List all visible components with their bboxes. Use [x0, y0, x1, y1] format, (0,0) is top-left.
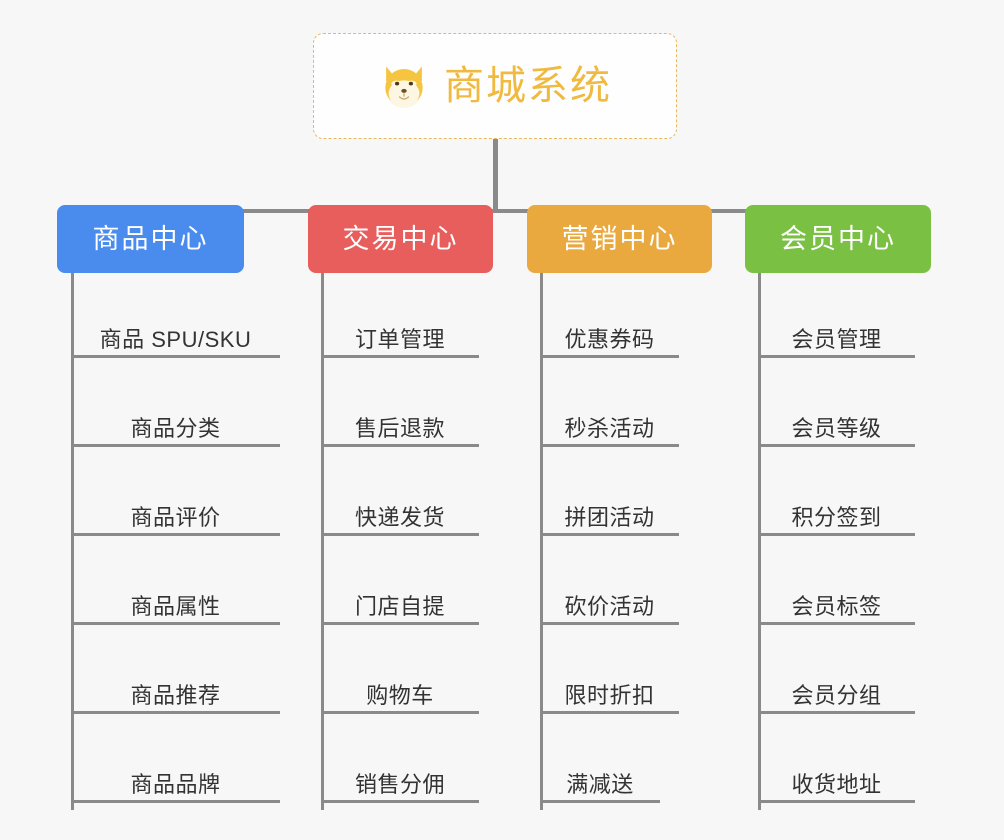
- leaf-item[interactable]: 会员分组: [758, 625, 915, 714]
- leaf-item[interactable]: 会员管理: [758, 273, 915, 358]
- leaf-item[interactable]: 商品 SPU/SKU: [71, 273, 280, 358]
- leaf-item[interactable]: 商品分类: [71, 358, 280, 447]
- leaf-label: 积分签到: [791, 504, 882, 530]
- category-card-1[interactable]: 交易中心: [308, 205, 493, 273]
- connector-horizontal-bar: [148, 209, 840, 213]
- leaf-label: 商品 SPU/SKU: [99, 326, 252, 352]
- leaf-label: 满减送: [566, 771, 634, 797]
- category-label-0: 商品中心: [92, 223, 209, 254]
- category-card-3[interactable]: 会员中心: [745, 205, 931, 273]
- leaf-item[interactable]: 会员等级: [758, 358, 915, 447]
- leaf-label: 商品评价: [130, 504, 221, 530]
- leaf-item[interactable]: 购物车: [321, 625, 479, 714]
- leaf-item[interactable]: 限时折扣: [540, 625, 679, 714]
- root-title: 商城系统: [444, 64, 612, 108]
- category-card-0[interactable]: 商品中心: [57, 205, 244, 273]
- leaf-label: 限时折扣: [564, 682, 655, 708]
- category-label-1: 交易中心: [342, 223, 459, 254]
- leaf-label: 收货地址: [791, 771, 882, 797]
- leaf-label: 订单管理: [354, 326, 445, 352]
- leaf-label: 会员等级: [791, 415, 882, 441]
- leaf-item[interactable]: 商品评价: [71, 447, 280, 536]
- leaf-label: 商品属性: [130, 593, 221, 619]
- leaf-label: 商品分类: [130, 415, 221, 441]
- leaf-item[interactable]: 商品品牌: [71, 714, 280, 803]
- leaf-label: 砍价活动: [564, 593, 655, 619]
- leaf-item[interactable]: 商品推荐: [71, 625, 280, 714]
- leaf-label: 门店自提: [354, 593, 445, 619]
- leaf-item[interactable]: 商品属性: [71, 536, 280, 625]
- leaf-item[interactable]: 拼团活动: [540, 447, 679, 536]
- leaf-item[interactable]: 收货地址: [758, 714, 915, 803]
- category-card-2[interactable]: 营销中心: [527, 205, 712, 273]
- root-node[interactable]: 商城系统: [313, 33, 677, 139]
- leaf-label: 售后退款: [354, 415, 445, 441]
- leaf-item[interactable]: 优惠券码: [540, 273, 679, 358]
- leaf-trunk-2: [540, 273, 543, 810]
- leaf-trunk-0: [71, 273, 74, 810]
- category-label-2: 营销中心: [561, 223, 678, 254]
- leaf-trunk-3: [758, 273, 761, 810]
- connector-root-stem: [493, 139, 498, 213]
- leaf-label: 秒杀活动: [564, 415, 655, 441]
- leaf-label: 快递发货: [354, 504, 445, 530]
- leaf-trunk-1: [321, 273, 324, 810]
- leaf-label: 优惠券码: [564, 326, 655, 352]
- leaf-item[interactable]: 门店自提: [321, 536, 479, 625]
- leaf-item[interactable]: 订单管理: [321, 273, 479, 358]
- leaf-label: 商品品牌: [130, 771, 221, 797]
- leaf-label: 销售分佣: [354, 771, 445, 797]
- leaf-label: 购物车: [366, 682, 434, 708]
- leaf-item[interactable]: 砍价活动: [540, 536, 679, 625]
- leaf-item[interactable]: 积分签到: [758, 447, 915, 536]
- category-label-3: 会员中心: [780, 223, 896, 254]
- leaf-label: 会员标签: [791, 593, 882, 619]
- leaf-label: 商品推荐: [130, 682, 221, 708]
- leaf-item[interactable]: 满减送: [540, 714, 660, 803]
- leaf-item[interactable]: 销售分佣: [321, 714, 479, 803]
- leaf-item[interactable]: 售后退款: [321, 358, 479, 447]
- shiba-dog-icon: [385, 66, 423, 108]
- leaf-item[interactable]: 会员标签: [758, 536, 915, 625]
- leaf-label: 拼团活动: [564, 504, 655, 530]
- leaf-label: 会员分组: [791, 682, 882, 708]
- leaf-label: 会员管理: [791, 326, 882, 352]
- leaf-item[interactable]: 秒杀活动: [540, 358, 679, 447]
- leaf-item[interactable]: 快递发货: [321, 447, 479, 536]
